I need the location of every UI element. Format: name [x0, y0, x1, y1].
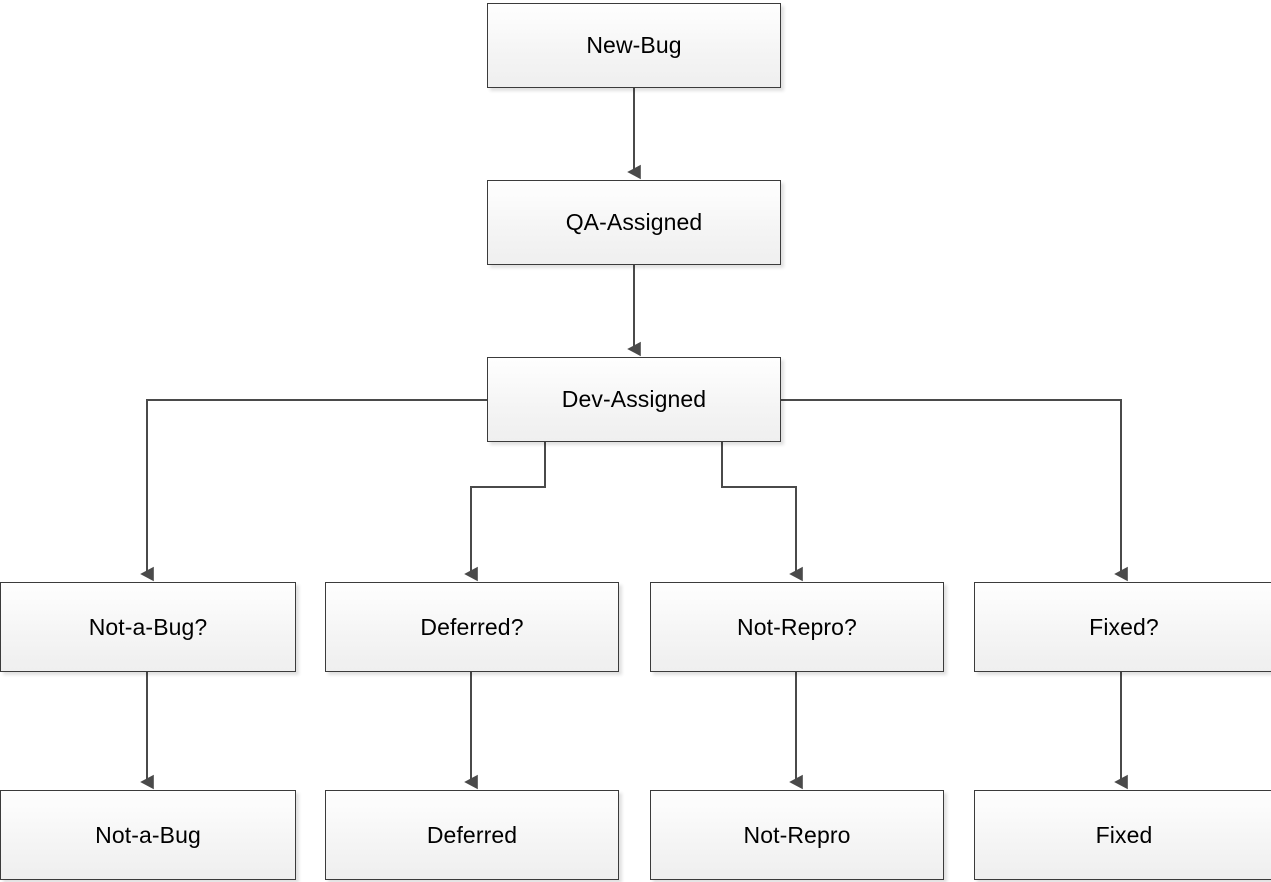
connector-e-dev-to-fixed-q: [781, 399, 1128, 582]
node-fixed[interactable]: Fixed: [974, 790, 1271, 880]
node-deferred-q[interactable]: Deferred?: [325, 582, 619, 672]
node-label: Deferred?: [420, 613, 524, 640]
node-label: Deferred: [426, 821, 518, 848]
node-new-bug[interactable]: New-Bug: [487, 3, 781, 88]
node-label: Not-Repro: [743, 821, 851, 848]
node-label: New-Bug: [586, 32, 682, 58]
node-label: QA-Assigned: [565, 209, 703, 235]
node-fixed-q[interactable]: Fixed?: [974, 582, 1271, 672]
node-label: Dev-Assigned: [561, 386, 707, 412]
node-dev-assigned[interactable]: Dev-Assigned: [487, 357, 781, 442]
node-label: Fixed?: [1089, 613, 1159, 640]
node-label: Not-a-Bug: [95, 821, 201, 848]
connector-e-dev-to-not-a-bug-q: [140, 399, 487, 582]
node-deferred[interactable]: Deferred: [325, 790, 619, 880]
connector-e-dev-to-deferred-q: [464, 442, 546, 582]
node-not-repro-q[interactable]: Not-Repro?: [650, 582, 944, 672]
node-label: Fixed: [1095, 821, 1153, 848]
node-not-repro[interactable]: Not-Repro: [650, 790, 944, 880]
node-label: Not-a-Bug?: [88, 613, 208, 640]
node-qa-assigned[interactable]: QA-Assigned: [487, 180, 781, 265]
connector-e-dev-to-not-repro-q: [721, 442, 803, 582]
node-label: Not-Repro?: [737, 613, 857, 640]
node-not-a-bug-q[interactable]: Not-a-Bug?: [0, 582, 296, 672]
node-not-a-bug[interactable]: Not-a-Bug: [0, 790, 296, 880]
